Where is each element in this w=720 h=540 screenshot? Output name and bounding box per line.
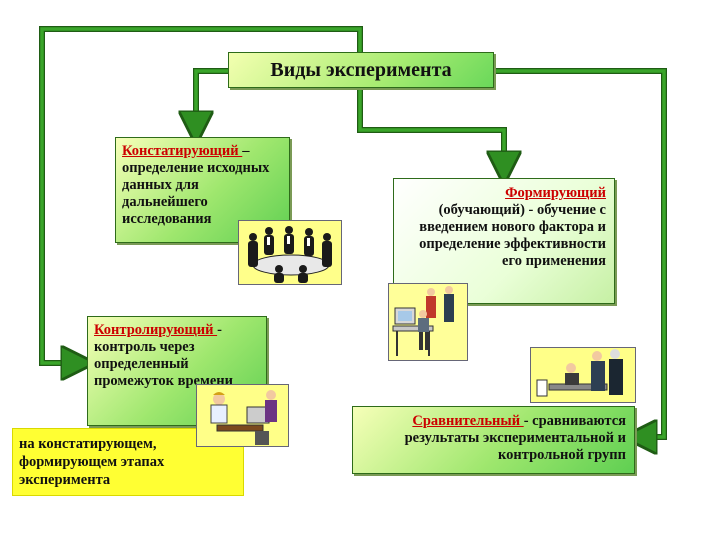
box-lead-text: Сравнительный [412, 413, 524, 429]
businessmen-clipart [530, 347, 636, 403]
arrow-to-konst [193, 68, 228, 128]
box-sravnitelnyy: Сравнительный - сравниваются результаты … [352, 406, 635, 474]
box-lead-text: Контролирующий [94, 322, 218, 338]
box-konstatiruyushchiy: Констатирующий – определение исходных да… [115, 137, 290, 243]
meeting-clipart [238, 220, 342, 285]
teacher-desk-clipart [196, 384, 289, 447]
box-lead-text: Констатирующий [122, 143, 243, 159]
box-body-text: - сравниваются результаты эксперименталь… [404, 413, 626, 463]
diagram-title: Виды эксперимента [228, 52, 494, 88]
box-body-text: (обучающий) - обучение с введением новог… [419, 202, 606, 269]
box-lead-text: Формирующий [505, 185, 606, 201]
office-workers-clipart [388, 283, 468, 361]
box-body-text: – определение исходных данных для дальне… [122, 143, 270, 227]
arrow-to-form [357, 88, 507, 168]
